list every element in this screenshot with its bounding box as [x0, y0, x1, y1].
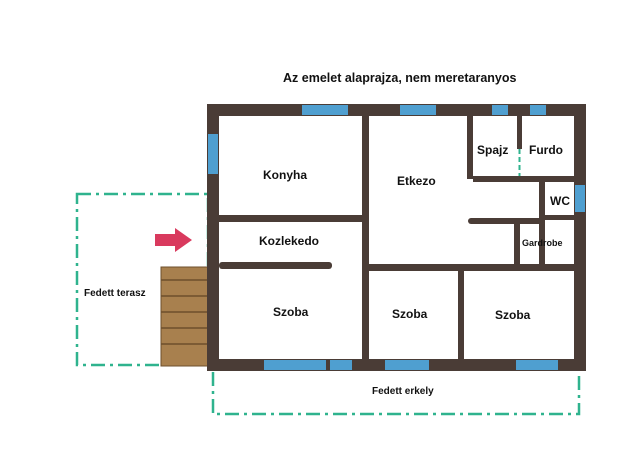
entrance-arrow-icon	[155, 228, 192, 252]
balcony-label: Fedett erkely	[372, 386, 434, 397]
room-label-furdo: Furdo	[529, 143, 563, 157]
room-label-gardrobe: Gardrobe	[522, 238, 563, 248]
room-label-etkezo: Etkezo	[397, 174, 436, 188]
terrace-label: Fedett terasz	[84, 288, 146, 299]
room-label-szoba-left: Szoba	[273, 305, 309, 319]
plan-title: Az emelet alaprajza, nem meretaranyos	[283, 71, 517, 85]
room-label-szoba-mid: Szoba	[392, 307, 428, 321]
balcony-outline	[211, 372, 581, 416]
room-label-spajz: Spajz	[477, 143, 509, 157]
room-label-kozlekedo: Kozlekedo	[259, 234, 320, 248]
room-label-konyha: Konyha	[263, 168, 308, 182]
room-label-wc: WC	[550, 194, 570, 208]
interior-walls	[219, 116, 574, 359]
windows	[208, 105, 585, 370]
room-label-szoba-right: Szoba	[495, 308, 531, 322]
stairs	[160, 266, 209, 367]
